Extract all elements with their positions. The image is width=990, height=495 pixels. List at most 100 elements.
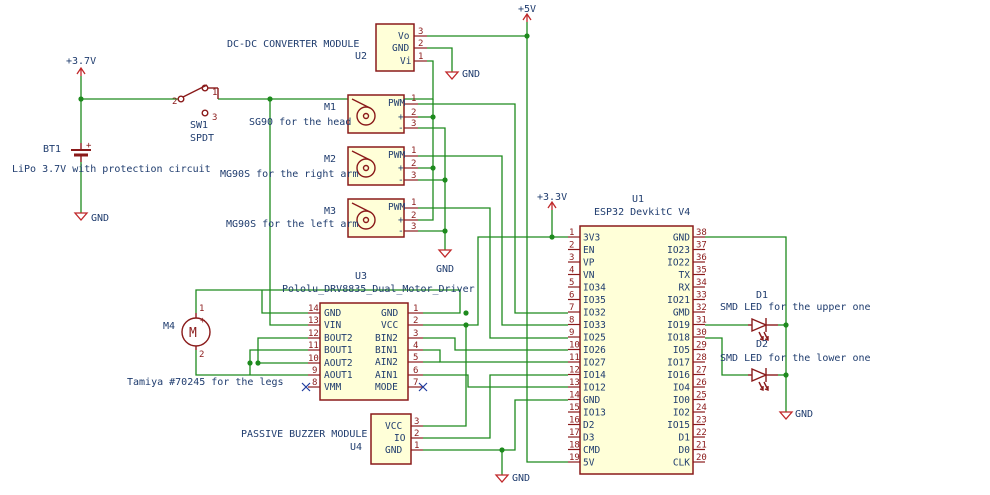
svg-text:3: 3 xyxy=(418,27,423,37)
svg-text:2: 2 xyxy=(172,97,177,107)
u1-pin-number: 37 xyxy=(696,241,707,251)
u1-pin-name: RX xyxy=(679,283,691,294)
no-connect-vmm xyxy=(301,382,311,392)
u1-pin-name: D3 xyxy=(583,433,594,444)
u1-pin-number: 12 xyxy=(569,366,580,376)
svg-text:9: 9 xyxy=(312,366,317,376)
svg-text:-: - xyxy=(398,123,404,134)
led-d1: D1 SMD LED for the upper one xyxy=(720,290,871,341)
motor-driver-value: Pololu_DRV8835_Dual_Motor_Driver xyxy=(282,284,475,295)
u1-pin-name: IO25 xyxy=(583,333,606,344)
u1-pin-number: 25 xyxy=(696,391,707,401)
servo-m2: PWM + - 1 2 3 M2 MG90S for the right arm xyxy=(220,146,418,186)
svg-text:Vo: Vo xyxy=(398,31,410,42)
led-d2: D2 SMD LED for the lower one xyxy=(720,339,871,391)
u1-pin-name: IO4 xyxy=(673,383,690,394)
u1-pin-name: IO2 xyxy=(673,408,690,419)
svg-text:2: 2 xyxy=(199,350,204,360)
u1-pin-number: 6 xyxy=(569,291,574,301)
svg-text:3: 3 xyxy=(413,329,418,339)
u1-pin-name: CLK xyxy=(673,458,690,469)
svg-text:8: 8 xyxy=(312,378,317,388)
svg-text:1: 1 xyxy=(418,52,423,62)
svg-text:-: - xyxy=(398,226,404,237)
u1-pin-number: 16 xyxy=(569,416,580,426)
u1-pin-number: 2 xyxy=(569,241,574,251)
svg-text:1: 1 xyxy=(212,88,217,98)
u1-pin-name: IO33 xyxy=(583,320,606,331)
buzzer-module-u4: VCC IO GND 3 2 1 PASSIVE BUZZER MODULE U… xyxy=(241,413,423,465)
dcdc-ref: U2 xyxy=(355,51,367,62)
svg-text:BOUT1: BOUT1 xyxy=(324,345,353,356)
gnd-buzzer: GND xyxy=(494,473,530,484)
dc-motor-m4: M 1 2 + M4 Tamiya #70245 for the legs xyxy=(127,304,284,388)
u1-pin-number: 33 xyxy=(696,291,707,301)
u1-pin-name: IO19 xyxy=(667,320,690,331)
u1-pin-number: 38 xyxy=(696,228,707,238)
u1-pin-name: IO23 xyxy=(667,245,690,256)
u1-pin-number: 26 xyxy=(696,378,707,388)
svg-text:+: + xyxy=(398,215,404,226)
u1-pin-name: IO17 xyxy=(667,358,690,369)
svg-text:+: + xyxy=(200,316,206,326)
svg-text:2: 2 xyxy=(411,108,416,118)
u1-pin-number: 29 xyxy=(696,341,707,351)
led-d1-ref: D1 xyxy=(756,290,768,301)
u1-pin-name: GMD xyxy=(673,308,690,319)
battery-ref: BT1 xyxy=(43,144,61,155)
servo-m2-ref: M2 xyxy=(324,154,336,165)
svg-text:PWM: PWM xyxy=(388,98,405,109)
svg-text:11: 11 xyxy=(308,341,319,351)
u1-pin-name: IO32 xyxy=(583,308,606,319)
u1-pin-name: IO12 xyxy=(583,383,606,394)
gnd-dcdc: GND xyxy=(444,69,480,80)
u1-pin-number: 34 xyxy=(696,278,707,288)
u1-pin-name: VP xyxy=(583,258,595,269)
u1-pin-name: IO21 xyxy=(667,295,690,306)
u1-pin-name: D1 xyxy=(679,433,691,444)
switch-sw1: 2 1 3 SW1 SPDT xyxy=(172,84,219,144)
u1-pin-number: 28 xyxy=(696,353,707,363)
u1-pin-name: IO14 xyxy=(583,370,606,381)
svg-text:PWM: PWM xyxy=(388,202,405,213)
u1-pin-name: IO27 xyxy=(583,358,606,369)
u1-pin-number: 35 xyxy=(696,266,707,276)
u1-pin-number: 32 xyxy=(696,303,707,313)
u1-pin-number: 13 xyxy=(569,378,580,388)
svg-text:5: 5 xyxy=(413,353,418,363)
buzzer-ref: U4 xyxy=(350,442,362,453)
gnd-servos: GND xyxy=(436,249,454,275)
svg-text:+: + xyxy=(86,141,92,151)
svg-text:2: 2 xyxy=(411,211,416,221)
svg-text:VIN: VIN xyxy=(324,320,341,331)
led-d1-value: SMD LED for the upper one xyxy=(720,302,871,313)
servo-m1: PWM + - 1 2 3 M1 SG90 for the head xyxy=(249,94,418,134)
u1-pin-number: 36 xyxy=(696,253,707,263)
svg-text:GND: GND xyxy=(462,69,480,80)
u1-pin-name: D0 xyxy=(679,445,691,456)
u1-pin-number: 19 xyxy=(569,453,580,463)
svg-text:+: + xyxy=(398,112,404,123)
svg-text:VCC: VCC xyxy=(385,421,402,432)
u1-pin-name: IO0 xyxy=(673,395,690,406)
u1-pin-name: IO5 xyxy=(673,345,690,356)
u1-pin-number: 27 xyxy=(696,366,707,376)
u1-pin-name: GND xyxy=(673,233,690,244)
u1-pin-name: TX xyxy=(679,270,691,281)
svg-text:1: 1 xyxy=(411,94,416,104)
svg-text:GND: GND xyxy=(436,264,454,275)
motor-driver-u3: GND VIN BOUT2 BOUT1 AOUT2 AOUT1 VMM 14 1… xyxy=(282,271,475,401)
svg-text:2: 2 xyxy=(411,159,416,169)
u1-pin-name: VN xyxy=(583,270,595,281)
svg-text:2: 2 xyxy=(418,39,423,49)
u1-pin-number: 8 xyxy=(569,316,574,326)
battery-bt1: + BT1 LiPo 3.7V with protection circuit xyxy=(12,141,211,175)
svg-text:13: 13 xyxy=(308,316,319,326)
dc-motor-ref: M4 xyxy=(163,321,175,332)
svg-text:4: 4 xyxy=(413,341,418,351)
svg-text:3: 3 xyxy=(411,119,416,129)
esp32-value: ESP32 DevkitC V4 xyxy=(594,207,690,218)
u1-pin-number: 24 xyxy=(696,403,707,413)
